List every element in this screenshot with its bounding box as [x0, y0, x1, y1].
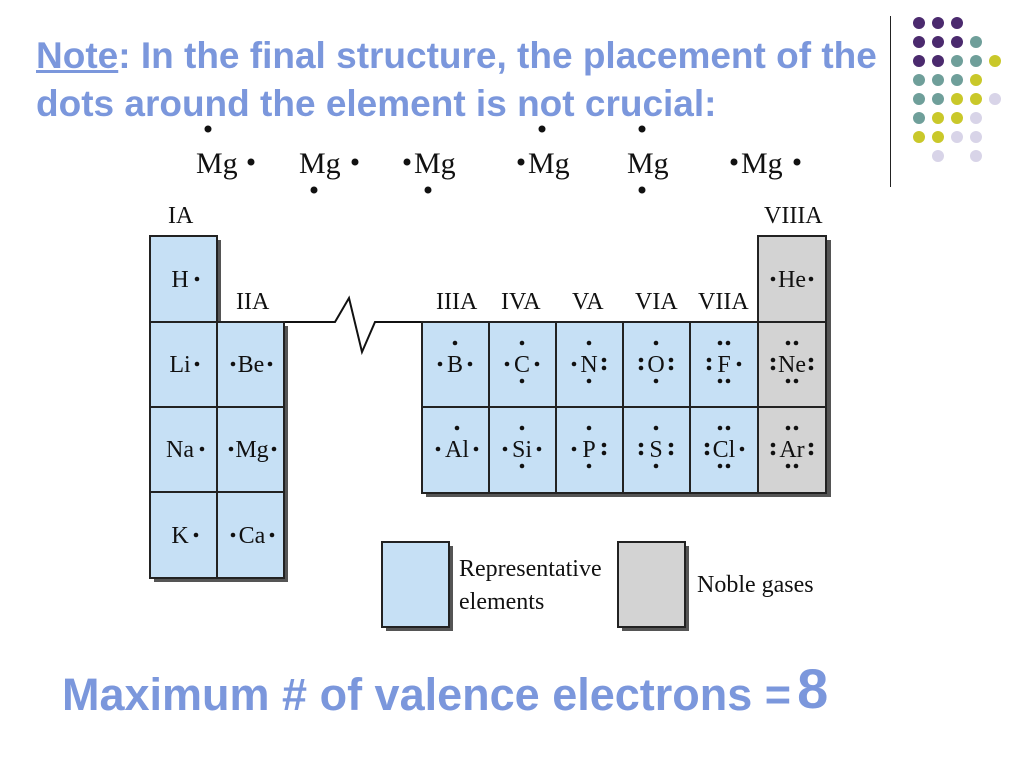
cell-cl — [689, 406, 759, 494]
symbol-n: N — [580, 352, 597, 378]
symbol-be: Be — [238, 352, 265, 378]
symbol-he: He — [778, 267, 806, 293]
symbol-ne: Ne — [778, 352, 806, 378]
note-word: Note — [36, 35, 119, 76]
cell-ne — [757, 321, 827, 408]
symbol-s: S — [649, 437, 662, 463]
cell-ar — [757, 406, 827, 494]
symbol-al: Al — [445, 437, 469, 463]
max-valence-value: 8 — [797, 657, 829, 720]
cell-o — [622, 321, 691, 408]
cell-li — [149, 321, 218, 408]
mg-variant-6: Mg — [730, 147, 801, 180]
group-label-iia: IIA — [236, 289, 270, 315]
legend: Representative elements Noble gases — [381, 541, 814, 631]
legend-swatch-noble — [617, 541, 686, 628]
mg-variant-5: Mg — [627, 125, 669, 194]
mg-variant-4: Mg — [517, 125, 570, 180]
symbol-ca: Ca — [239, 523, 266, 549]
mg-variant-2: Mg — [299, 147, 359, 194]
cell-b — [421, 321, 490, 408]
group-label-iva: IVA — [501, 289, 541, 315]
cell-na — [149, 406, 218, 493]
mg-variant-3: Mg — [403, 147, 456, 194]
symbol-cl: Cl — [713, 437, 736, 463]
cell-h — [149, 235, 218, 323]
group-label-viiia: VIIIA — [764, 203, 823, 229]
max-valence-statement: Maximum # of valence electrons =8 — [62, 656, 828, 721]
symbol-b: B — [447, 352, 463, 378]
cell-be — [216, 321, 285, 408]
symbol-f: F — [717, 352, 730, 378]
symbol-mg: Mg — [235, 437, 268, 463]
cell-he — [757, 235, 827, 323]
group-label-viia: VIIA — [698, 289, 749, 315]
svg-text:Mg: Mg — [528, 147, 570, 180]
svg-text:Mg: Mg — [627, 147, 669, 180]
mg-variant-1: Mg — [196, 125, 255, 180]
group-label-ia: IA — [168, 203, 194, 229]
symbol-li: Li — [169, 352, 191, 378]
cell-mg — [216, 406, 285, 493]
cell-k — [149, 491, 218, 579]
slide-heading: Note: In the final structure, the placem… — [36, 32, 886, 128]
symbol-o: O — [647, 352, 664, 378]
svg-text:Mg: Mg — [299, 147, 341, 180]
max-valence-text: Maximum # of valence electrons = — [62, 669, 792, 720]
svg-text:Mg: Mg — [414, 147, 456, 180]
heading-text: : In the final structure, the placement … — [36, 35, 877, 124]
symbol-ar: Ar — [779, 437, 804, 463]
symbol-na: Na — [166, 437, 194, 463]
cell-n — [555, 321, 624, 408]
legend-swatch-representative — [381, 541, 450, 628]
svg-text:Mg: Mg — [196, 147, 238, 180]
group-label-va: VA — [572, 289, 604, 315]
cell-s — [622, 406, 691, 494]
group-label-via: VIA — [635, 289, 678, 315]
legend-label-representative-2: elements — [459, 589, 544, 615]
symbol-si: Si — [512, 437, 532, 463]
svg-text:Mg: Mg — [741, 147, 783, 180]
legend-label-representative-1: Representative — [459, 556, 602, 582]
cell-f — [689, 321, 759, 408]
symbol-h: H — [171, 267, 188, 293]
table-break-line — [284, 295, 422, 356]
symbol-c: C — [514, 352, 530, 378]
cell-si — [488, 406, 557, 494]
cell-p — [555, 406, 624, 494]
symbol-p: P — [582, 437, 595, 463]
legend-label-noble: Noble gases — [697, 572, 814, 598]
symbol-k: K — [171, 523, 189, 549]
group-label-iiia: IIIA — [436, 289, 478, 315]
decorative-divider — [890, 16, 891, 187]
